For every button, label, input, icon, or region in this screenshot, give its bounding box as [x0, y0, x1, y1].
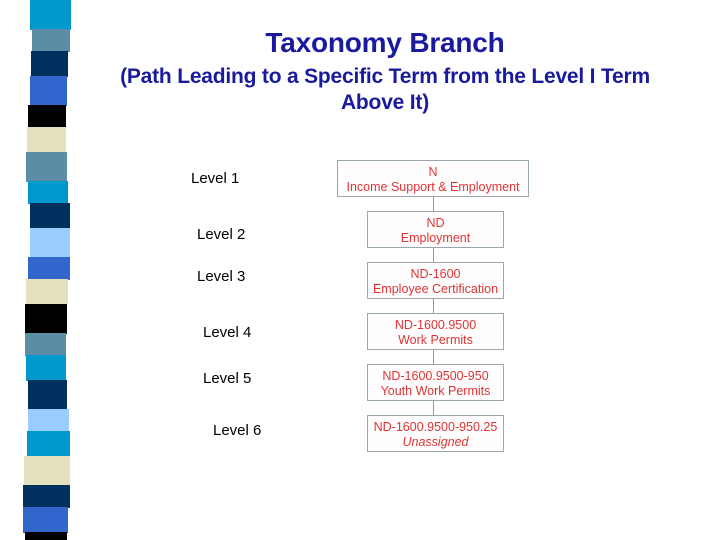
- decorative-color-stripe: [0, 0, 95, 540]
- stripe-band: [30, 228, 70, 258]
- connector-line: [433, 197, 434, 211]
- node-name: Unassigned: [402, 434, 469, 449]
- node-code: ND-1600.9500: [394, 318, 477, 332]
- stripe-band: [28, 105, 66, 128]
- stripe-band: [30, 76, 67, 106]
- connector-line: [433, 401, 434, 415]
- stripe-band: [30, 203, 70, 229]
- node-code: ND: [426, 216, 445, 230]
- stripe-band: [25, 304, 67, 334]
- stripe-band: [28, 380, 67, 410]
- stripe-band: [32, 29, 70, 52]
- stripe-band: [25, 532, 67, 540]
- page-title: Taxonomy Branch: [265, 27, 505, 58]
- level-label-3: Level 3: [197, 268, 246, 285]
- level-label-1: Level 1: [191, 170, 240, 187]
- stripe-band: [28, 409, 69, 432]
- node-code: N: [428, 165, 438, 179]
- node-code: ND-1600.9500-950: [382, 369, 489, 383]
- stripe-band: [26, 355, 66, 381]
- stripe-band: [28, 257, 70, 280]
- stripe-band: [26, 279, 68, 305]
- node-name: Work Permits: [398, 332, 473, 347]
- node-name: Employee Certification: [372, 281, 499, 296]
- node-name: Income Support & Employment: [346, 179, 520, 194]
- level-label-6: Level 6: [213, 422, 262, 439]
- node-name: Employment: [400, 230, 471, 245]
- connector-line: [433, 299, 434, 313]
- node-code: ND-1600.9500-950.25: [373, 420, 498, 434]
- node-code: ND-1600: [410, 267, 461, 281]
- stripe-band: [27, 127, 66, 153]
- slide-content: Taxonomy Branch (Path Leading to a Speci…: [95, 0, 720, 540]
- title-group: Taxonomy Branch (Path Leading to a Speci…: [95, 26, 675, 116]
- stripe-band: [24, 456, 70, 486]
- stripe-band: [27, 431, 70, 457]
- stripe-band: [23, 507, 68, 533]
- page-subtitle: (Path Leading to a Specific Term from th…: [120, 65, 650, 114]
- node-name: Youth Work Permits: [380, 383, 491, 398]
- level-label-2: Level 2: [197, 226, 246, 243]
- stripe-band: [26, 152, 67, 182]
- connector-line: [433, 248, 434, 262]
- connector-line: [433, 350, 434, 364]
- stripe-band: [28, 181, 68, 204]
- stripe-band: [25, 333, 66, 356]
- stripe-band: [31, 51, 68, 77]
- level-label-4: Level 4: [203, 324, 252, 341]
- stripe-band: [30, 0, 71, 30]
- stripe-band: [23, 485, 70, 508]
- level-label-5: Level 5: [203, 370, 252, 387]
